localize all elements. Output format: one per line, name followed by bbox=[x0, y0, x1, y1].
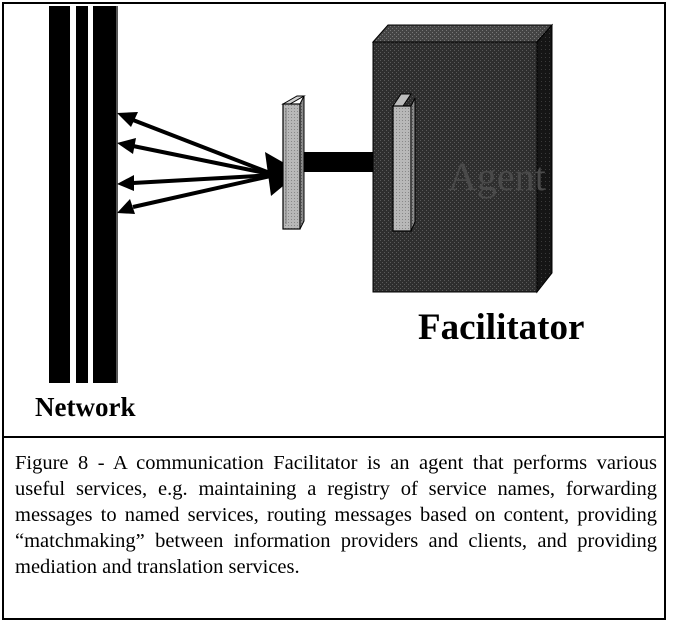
port-connector bbox=[281, 95, 306, 230]
facilitator-diagram: Agent bbox=[46, 6, 554, 383]
message-arrows bbox=[117, 112, 300, 214]
caption-divider bbox=[2, 436, 666, 438]
agent-label: Agent bbox=[448, 154, 546, 199]
facilitator-label: Facilitator bbox=[418, 307, 585, 348]
figure-caption: Figure 8 - A communication Facilitator i… bbox=[15, 450, 657, 580]
network-bus bbox=[46, 6, 118, 383]
caption-text: Figure 8 - A communication Facilitator i… bbox=[15, 452, 657, 578]
agent-cube: Agent bbox=[371, 23, 554, 294]
figure-frame bbox=[2, 2, 666, 620]
network-label: Network bbox=[35, 392, 136, 422]
